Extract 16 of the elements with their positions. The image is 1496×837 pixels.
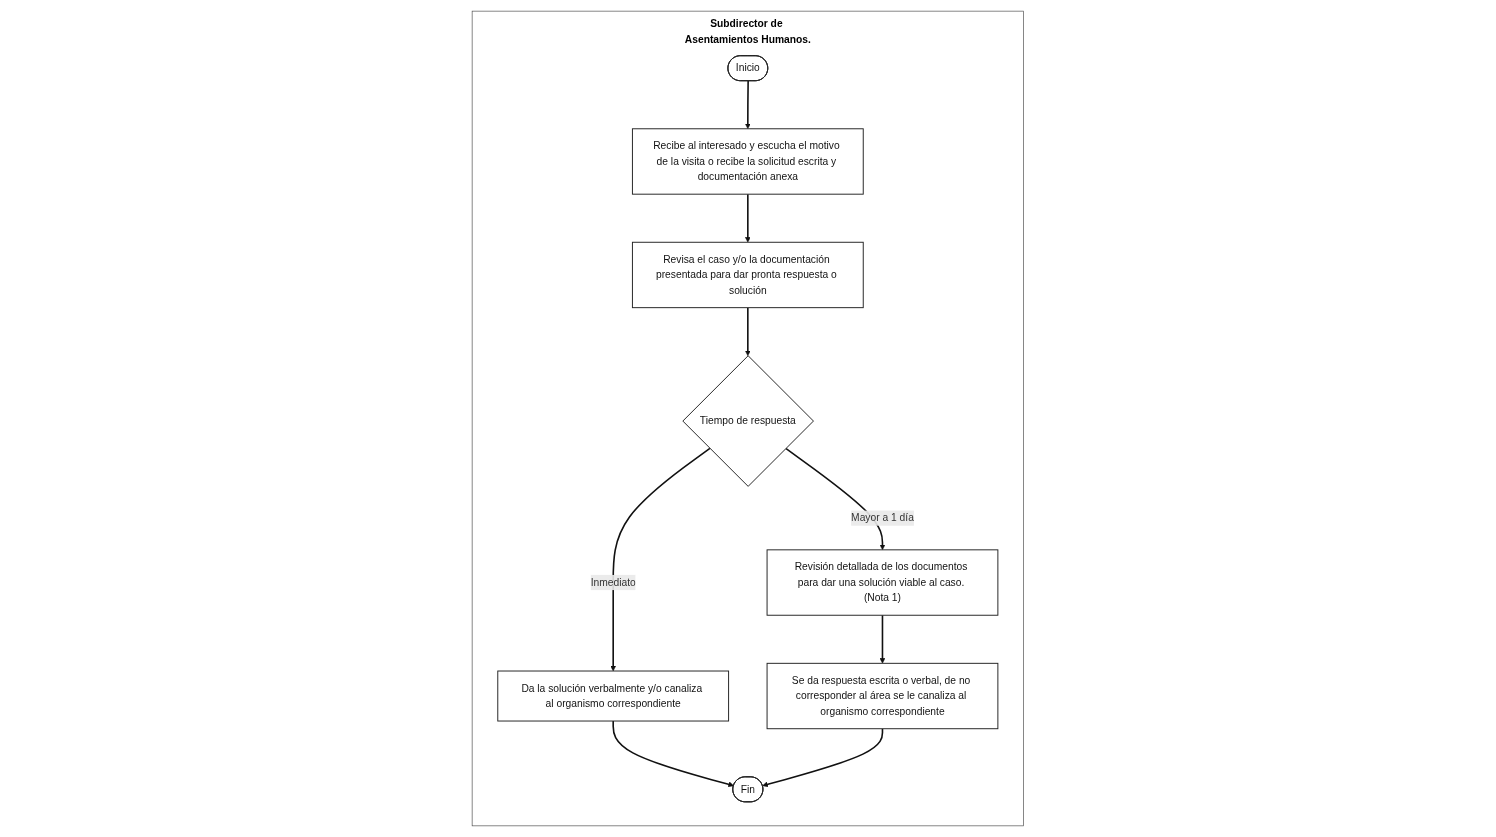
arrow (879, 614, 886, 664)
arrow (610, 447, 711, 672)
node-box: Revisa el caso y/o la documentación presentada para dar pronta respuesta o solución (632, 241, 864, 309)
arrow (785, 447, 886, 551)
node-diamond: Tiempo de respuesta (682, 355, 815, 487)
arrow (745, 80, 751, 130)
arrow (745, 306, 751, 356)
node-box: Da la solución verbalmente y/o canaliza al organismo correspondiente (497, 670, 730, 722)
node-box: Se da respuesta escrita o verbal, de no corresponder al área se le canaliza al organismo correspondiente (766, 662, 999, 730)
node-box: Revisión detallada de los documentos para dar una solución viable al caso. (Nota 1) (766, 549, 999, 616)
edge-label: Inmediato (590, 576, 636, 588)
arrow (762, 727, 884, 788)
edge-label: Mayor a 1 día (851, 512, 914, 524)
node-box: Recibe al interesado y escucha el motivo de la visita o recibe la solicitud escrita y documentación anexa (632, 128, 864, 195)
arrow (612, 720, 735, 788)
arrow (745, 193, 751, 243)
